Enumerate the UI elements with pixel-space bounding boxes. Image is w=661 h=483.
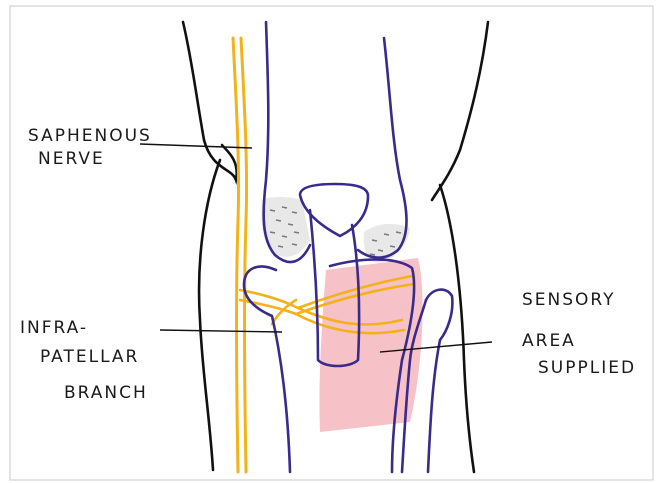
skin-right-upper: [432, 22, 488, 200]
leader-saphenous: [140, 144, 252, 148]
label-infrapatellar-line3: BRANCH: [64, 383, 148, 403]
label-sensory-line2: AREA: [522, 331, 576, 351]
skin-left-lower: [199, 160, 220, 470]
label-saphenous-line1: SAPHENOUS: [28, 126, 152, 146]
label-sensory-line1: SENSORY: [522, 290, 616, 310]
label-saphenous-line2: NERVE: [38, 149, 105, 169]
fibula-right: [426, 290, 452, 472]
skin-right-lower: [440, 185, 474, 472]
label-sensory-line3: SUPPLIED: [538, 358, 636, 378]
saphenous-nerve-line: [233, 38, 247, 472]
leader-infrapatellar: [160, 330, 282, 332]
skin-left-upper: [183, 22, 237, 180]
label-infrapatellar-line1: INFRA-: [20, 318, 88, 338]
cartilage-left: [261, 197, 310, 257]
label-infrapatellar-line2: PATELLAR: [40, 347, 139, 367]
leader-lines: [140, 144, 492, 352]
